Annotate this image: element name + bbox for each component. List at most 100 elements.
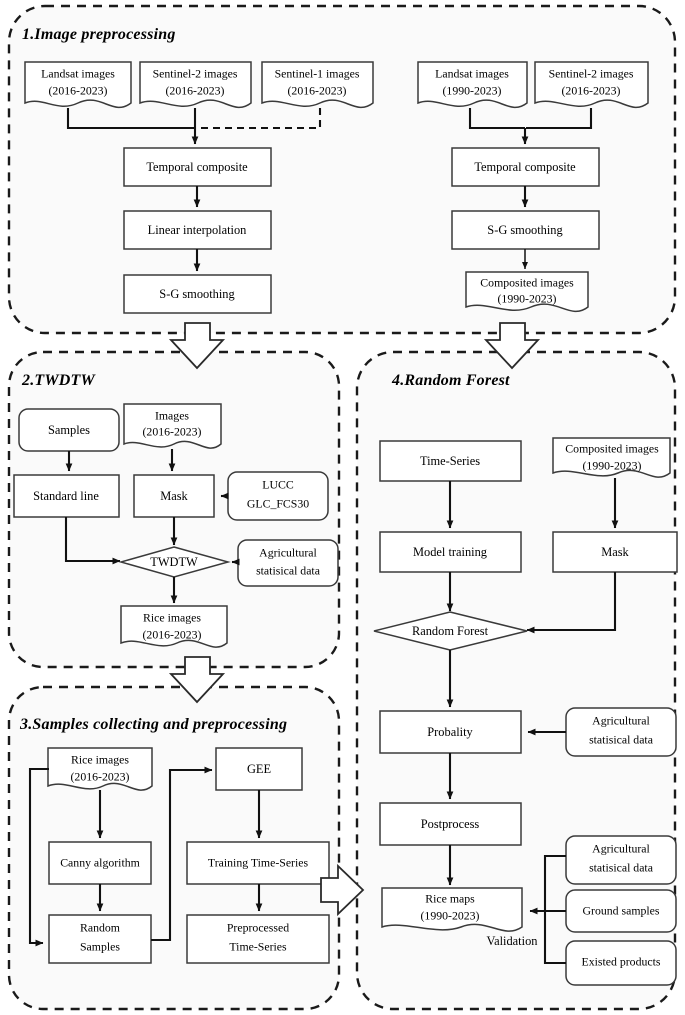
edge-landsat1990-to-temporal-right <box>468 108 525 130</box>
node-p1-sentinel1-2016: Sentinel-1 images (2016-2023) <box>261 61 374 109</box>
edge-sentinel1-to-temporal-left <box>196 108 322 130</box>
connector-panel2-to-panel3 <box>168 656 226 704</box>
node-p3-random-samples: Random Samples <box>48 914 152 964</box>
node-label: Agricultural <box>592 842 650 856</box>
node-p3-training-time-series: Training Time-Series <box>186 841 330 885</box>
connector-panel1-to-panel4 <box>483 322 541 370</box>
edge-label-validation: Validation <box>487 934 538 948</box>
edge-sentinel2right-to-temporal-right <box>526 108 593 130</box>
node-label: Rice images <box>143 611 201 625</box>
node-label: Time-Series <box>229 940 287 954</box>
node-label: Composited images <box>565 442 659 456</box>
node-label: Training Time-Series <box>208 856 309 870</box>
node-label: Standard line <box>33 489 99 503</box>
node-label: LUCC <box>262 478 294 492</box>
edge-landsat-to-temporal-left <box>66 108 195 130</box>
edge-random-samples-to-gee <box>151 766 213 942</box>
node-label: S-G smoothing <box>159 287 234 301</box>
node-label: Composited images <box>480 276 574 290</box>
node-p2-mask: Mask <box>133 474 215 518</box>
node-label: Canny algorithm <box>60 856 140 870</box>
connector-panel3-to-panel4 <box>320 863 365 917</box>
edge-mask-to-random-forest <box>526 572 617 634</box>
node-label: Linear interpolation <box>148 223 247 237</box>
node-label: Random Forest <box>412 624 489 638</box>
node-label: GEE <box>247 762 271 776</box>
node-p4-probality: Probality <box>379 710 522 754</box>
node-p3-preprocessed-time-series: Preprocessed Time-Series <box>186 914 330 964</box>
node-label: Sentinel-2 images <box>153 67 238 81</box>
node-label: (1990-2023) <box>443 84 502 98</box>
node-label: (1990-2023) <box>498 292 557 306</box>
node-label: GLC_FCS30 <box>247 497 309 511</box>
node-p1-sg-smoothing-right: S-G smoothing <box>451 210 600 250</box>
node-p2-agricultural-statistical-data: Agricultural statisical data <box>237 539 339 587</box>
node-p4-agricultural-statistical-data-top: Agricultural statisical data <box>565 707 677 757</box>
node-label: statisical data <box>589 733 654 747</box>
node-p2-samples: Samples <box>18 408 120 452</box>
node-label: Landsat images <box>435 67 509 81</box>
node-p1-sentinel2-2016: Sentinel-2 images (2016-2023) <box>139 61 252 109</box>
node-label: Mask <box>160 489 188 503</box>
node-p4-rice-maps: Rice maps (1990-2023) <box>381 887 523 932</box>
node-label: statisical data <box>589 861 654 875</box>
node-p4-existed-products: Existed products <box>565 940 677 986</box>
node-p1-landsat-1990: Landsat images (1990-2023) <box>417 61 528 109</box>
edge-validation-bus <box>543 854 566 965</box>
node-p2-images: Images (2016-2023) <box>123 403 222 449</box>
node-p1-linear-interpolation: Linear interpolation <box>123 210 272 250</box>
node-p2-lucc: LUCC GLC_FCS30 <box>227 471 329 521</box>
node-label: Probality <box>427 725 473 739</box>
node-p1-composited-images: Composited images (1990-2023) <box>465 271 589 313</box>
node-label: (2016-2023) <box>166 84 225 98</box>
node-label: Samples <box>48 423 90 437</box>
node-label: Sentinel-1 images <box>275 67 360 81</box>
node-p2-standard-line: Standard line <box>13 474 120 518</box>
node-label: Landsat images <box>41 67 115 81</box>
node-p4-ground-samples: Ground samples <box>565 889 677 933</box>
node-label: Agricultural <box>592 714 650 728</box>
node-p3-rice-images: Rice images (2016-2023) <box>47 747 153 791</box>
node-label: Rice images <box>71 753 129 767</box>
connector-panel1-to-panel2 <box>168 322 226 370</box>
node-p4-model-training: Model training <box>379 531 522 573</box>
node-label: (1990-2023) <box>583 459 642 473</box>
node-label: Images <box>155 409 189 423</box>
node-label: Rice maps <box>425 892 475 906</box>
node-label: (2016-2023) <box>143 628 202 642</box>
node-p4-random-forest-decision: Random Forest <box>373 611 528 651</box>
node-p4-time-series: Time-Series <box>379 440 522 482</box>
node-label: Samples <box>80 940 120 954</box>
panel-title-4: 4.Random Forest <box>391 372 510 389</box>
node-p1-sentinel2-right: Sentinel-2 images (2016-2023) <box>534 61 649 109</box>
node-label: Temporal composite <box>146 160 248 174</box>
edge-standard-line-to-twdtw <box>64 517 121 565</box>
node-label: Mask <box>601 545 629 559</box>
node-label: Existed products <box>582 955 661 969</box>
node-label: S-G smoothing <box>487 223 562 237</box>
node-p1-temporal-composite-left: Temporal composite <box>123 147 272 187</box>
edge-rice-images-loop-to-random-samples <box>28 767 49 947</box>
node-label: (2016-2023) <box>143 425 202 439</box>
node-label: statisical data <box>256 564 321 578</box>
node-label: Model training <box>413 545 487 559</box>
node-p4-agricultural-statistical-data-validation: Agricultural statisical data <box>565 835 677 885</box>
node-p4-mask: Mask <box>552 531 678 573</box>
node-p4-composited-images: Composited images (1990-2023) <box>552 437 671 478</box>
panel-title-3: 3.Samples collecting and preprocessing <box>19 716 287 733</box>
node-p3-gee: GEE <box>215 747 303 791</box>
node-p1-temporal-composite-right: Temporal composite <box>451 147 600 187</box>
node-label: Sentinel-2 images <box>549 67 634 81</box>
node-label: Agricultural <box>259 546 317 560</box>
node-p1-landsat-2016: Landsat images (2016-2023) <box>24 61 132 109</box>
node-label: Preprocessed <box>227 921 289 935</box>
node-label: (2016-2023) <box>71 770 130 784</box>
node-label: (2016-2023) <box>49 84 108 98</box>
node-label: TWDTW <box>150 555 198 569</box>
node-label: Ground samples <box>583 904 660 918</box>
node-label: Temporal composite <box>474 160 576 174</box>
node-p3-canny-algorithm: Canny algorithm <box>48 841 152 885</box>
node-label: (1990-2023) <box>421 909 480 923</box>
panel-title-1: 1.Image preprocessing <box>22 26 176 43</box>
